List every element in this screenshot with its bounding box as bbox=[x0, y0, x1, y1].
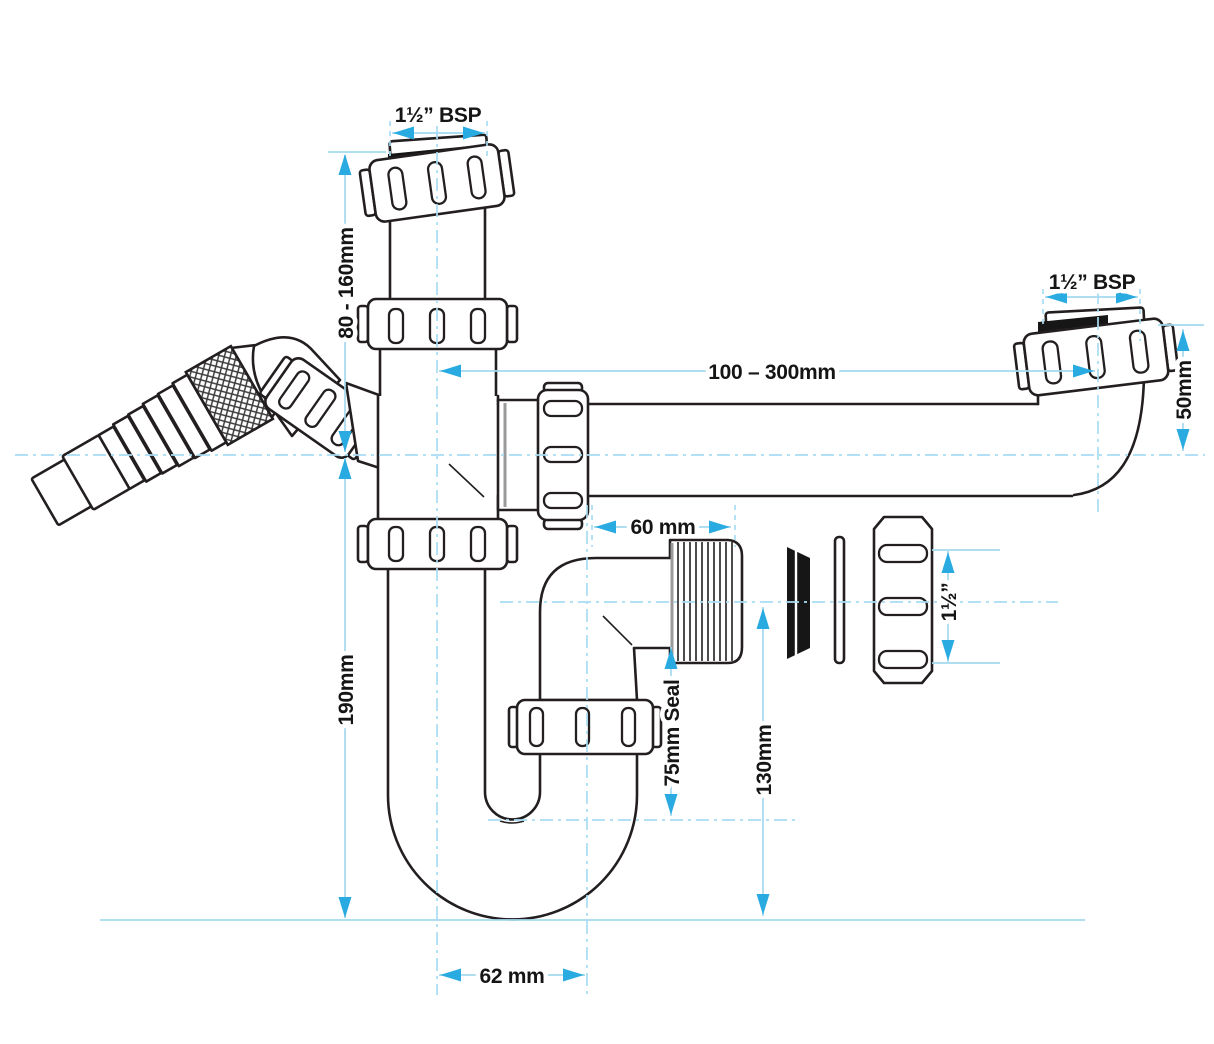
tee-outlet-nut bbox=[536, 381, 590, 531]
right-elbow-curve bbox=[1072, 372, 1146, 497]
cone-washer bbox=[787, 547, 810, 659]
backnut bbox=[872, 515, 934, 685]
reference-ticks bbox=[100, 151, 1204, 921]
tee-bottom-nut bbox=[356, 517, 519, 571]
coupling-body bbox=[378, 346, 498, 400]
dim-label-spigot-length: 60 mm bbox=[630, 516, 695, 539]
dim-label-right-offset: 50mm bbox=[1173, 360, 1196, 420]
dim-label-outlet-drop: 130mm bbox=[753, 725, 776, 796]
dim-label-trap-depth: 190mm bbox=[335, 655, 358, 726]
dim-label-outlet-extension: 100 – 300mm bbox=[708, 361, 835, 384]
dimension-labels: 1½” BSP 80 - 160mm 1½” BSP 100 – 300mm 5… bbox=[331, 100, 1201, 993]
dim-label-right-bsp: 1½” BSP bbox=[1049, 271, 1136, 294]
dim-label-bend-width: 62 mm bbox=[479, 965, 544, 988]
hose-ribs bbox=[97, 373, 228, 491]
elbow-inner-edge bbox=[602, 615, 633, 646]
right-connection-nut bbox=[1012, 317, 1180, 397]
centerlines bbox=[15, 121, 1205, 995]
elbow-swivel-nut bbox=[507, 698, 663, 756]
dim-label-top-bsp: 1½” BSP bbox=[395, 104, 482, 127]
water-seal-line bbox=[499, 820, 525, 824]
horizontal-outlet-pipe bbox=[496, 366, 1148, 512]
tee-body bbox=[376, 394, 500, 524]
dim-label-nut-bore: 1½” bbox=[938, 583, 961, 622]
middle-adjusting-nut bbox=[356, 297, 519, 351]
dim-label-inlet-adjust: 80 - 160mm bbox=[335, 227, 358, 338]
dim-label-seal-depth: 75mm Seal bbox=[661, 679, 684, 786]
tee-inner-edge bbox=[448, 463, 485, 498]
swivel-outlet-elbow bbox=[507, 538, 744, 756]
flat-washer bbox=[833, 535, 846, 665]
right-wall-connection bbox=[1012, 306, 1180, 397]
